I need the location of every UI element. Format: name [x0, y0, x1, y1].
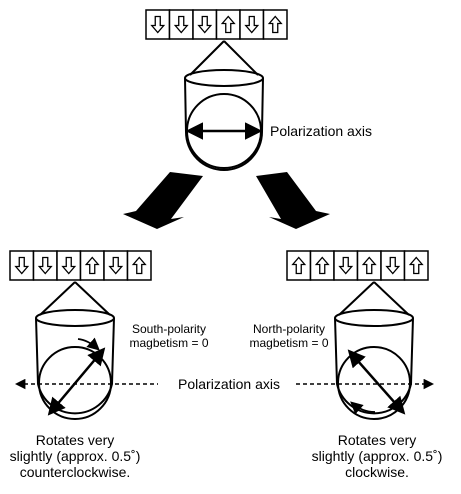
- north-polarity-label: North-polarity magbetism = 0: [238, 322, 340, 350]
- big-arrow-icon: [256, 172, 330, 229]
- arrow-down-icon: [338, 256, 354, 275]
- arrow-down-icon: [108, 256, 124, 275]
- magnetic-strip-bottom-right: [286, 250, 429, 281]
- left-caption-line-1: Rotates very: [35, 432, 115, 448]
- lens-top: [184, 40, 264, 171]
- arrow-down-icon: [197, 15, 213, 34]
- magnetic-strip-top: [145, 9, 288, 40]
- arrow-down-icon: [37, 256, 53, 275]
- arrow-down-icon: [14, 256, 30, 275]
- arrow-up-icon: [267, 15, 283, 34]
- left-caption: Rotates very slightly (approx. 0.5˚) cou…: [0, 432, 150, 480]
- arrow-down-icon: [244, 15, 260, 34]
- arrow-up-icon: [84, 256, 100, 275]
- rotation-arrow-icon: [77, 337, 100, 351]
- south-polarity-line-2: magbetism = 0: [129, 336, 209, 350]
- magnetic-strip-bottom-left: [9, 250, 152, 281]
- north-polarity-line-1: North-polarity: [252, 322, 326, 336]
- arrow-up-icon: [131, 256, 147, 275]
- arrow-up-icon: [291, 256, 307, 275]
- lens-bottom-right: [334, 281, 414, 420]
- left-caption-line-2: slightly (approx. 0.5˚): [9, 448, 141, 464]
- arrow-down-icon: [150, 15, 166, 34]
- right-caption-line-1: Rotates very: [337, 432, 417, 448]
- polarization-axis-label-bottom: Polarization axis: [178, 376, 280, 392]
- south-polarity-line-1: South-polarity: [131, 322, 207, 336]
- left-caption-line-3: counterclockwise.: [19, 464, 131, 480]
- right-caption-line-3: clockwise.: [345, 464, 409, 480]
- rotation-arrow-icon: [350, 401, 376, 415]
- arrow-up-icon: [361, 256, 377, 275]
- north-polarity-line-2: magbetism = 0: [249, 336, 329, 350]
- polarization-axis-label-top: Polarization axis: [270, 123, 372, 139]
- arrow-up-icon: [314, 256, 330, 275]
- lens-bottom-left: [35, 281, 115, 420]
- big-arrow-icon: [123, 172, 203, 229]
- arrow-down-icon: [61, 256, 77, 275]
- right-caption: Rotates very slightly (approx. 0.5˚) clo…: [302, 432, 452, 480]
- south-polarity-label: South-polarity magbetism = 0: [118, 322, 220, 350]
- right-caption-line-2: slightly (approx. 0.5˚): [311, 448, 443, 464]
- arrow-up-icon: [408, 256, 424, 275]
- arrow-down-icon: [385, 256, 401, 275]
- arrow-up-icon: [220, 15, 236, 34]
- arrow-down-icon: [173, 15, 189, 34]
